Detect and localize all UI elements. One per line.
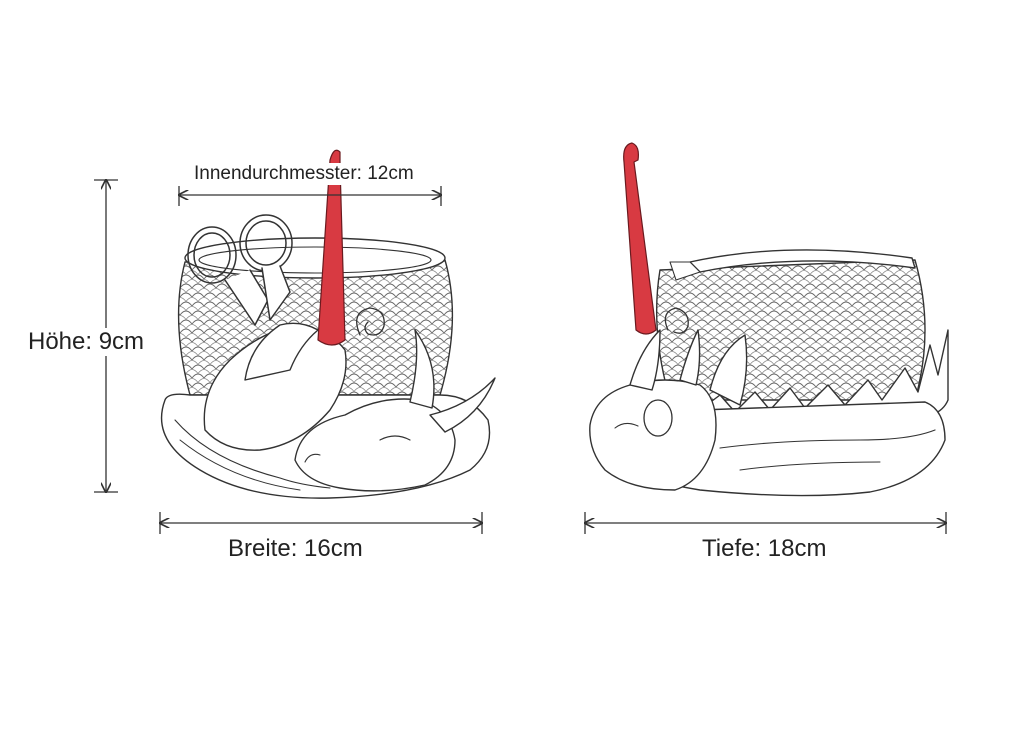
- front-dragon-horn-left: [409, 329, 435, 409]
- side-dragon-horn-front: [629, 329, 661, 391]
- depth-label: Tiefe: 18cm: [702, 535, 827, 563]
- front-dragon-horn-right: [429, 377, 496, 433]
- front-view: [160, 149, 496, 499]
- front-dragon-body: [203, 324, 347, 451]
- side-spiral: [664, 307, 689, 334]
- side-view: [589, 142, 949, 497]
- height-label: Höhe: 9cm: [26, 328, 147, 356]
- front-scissors: [187, 214, 293, 326]
- inner-diameter-label: Innendurchmesster: 12cm: [191, 163, 417, 185]
- width-label: Breite: 16cm: [228, 535, 363, 563]
- front-spiral: [356, 307, 385, 336]
- front-dragon-head: [294, 398, 456, 492]
- side-dragon-wing: [709, 334, 748, 406]
- side-bowl-rim: [689, 249, 916, 273]
- front-dragon-wing: [244, 322, 319, 381]
- side-crochet-hook: [623, 142, 657, 335]
- side-dragon-horn-back: [679, 329, 701, 386]
